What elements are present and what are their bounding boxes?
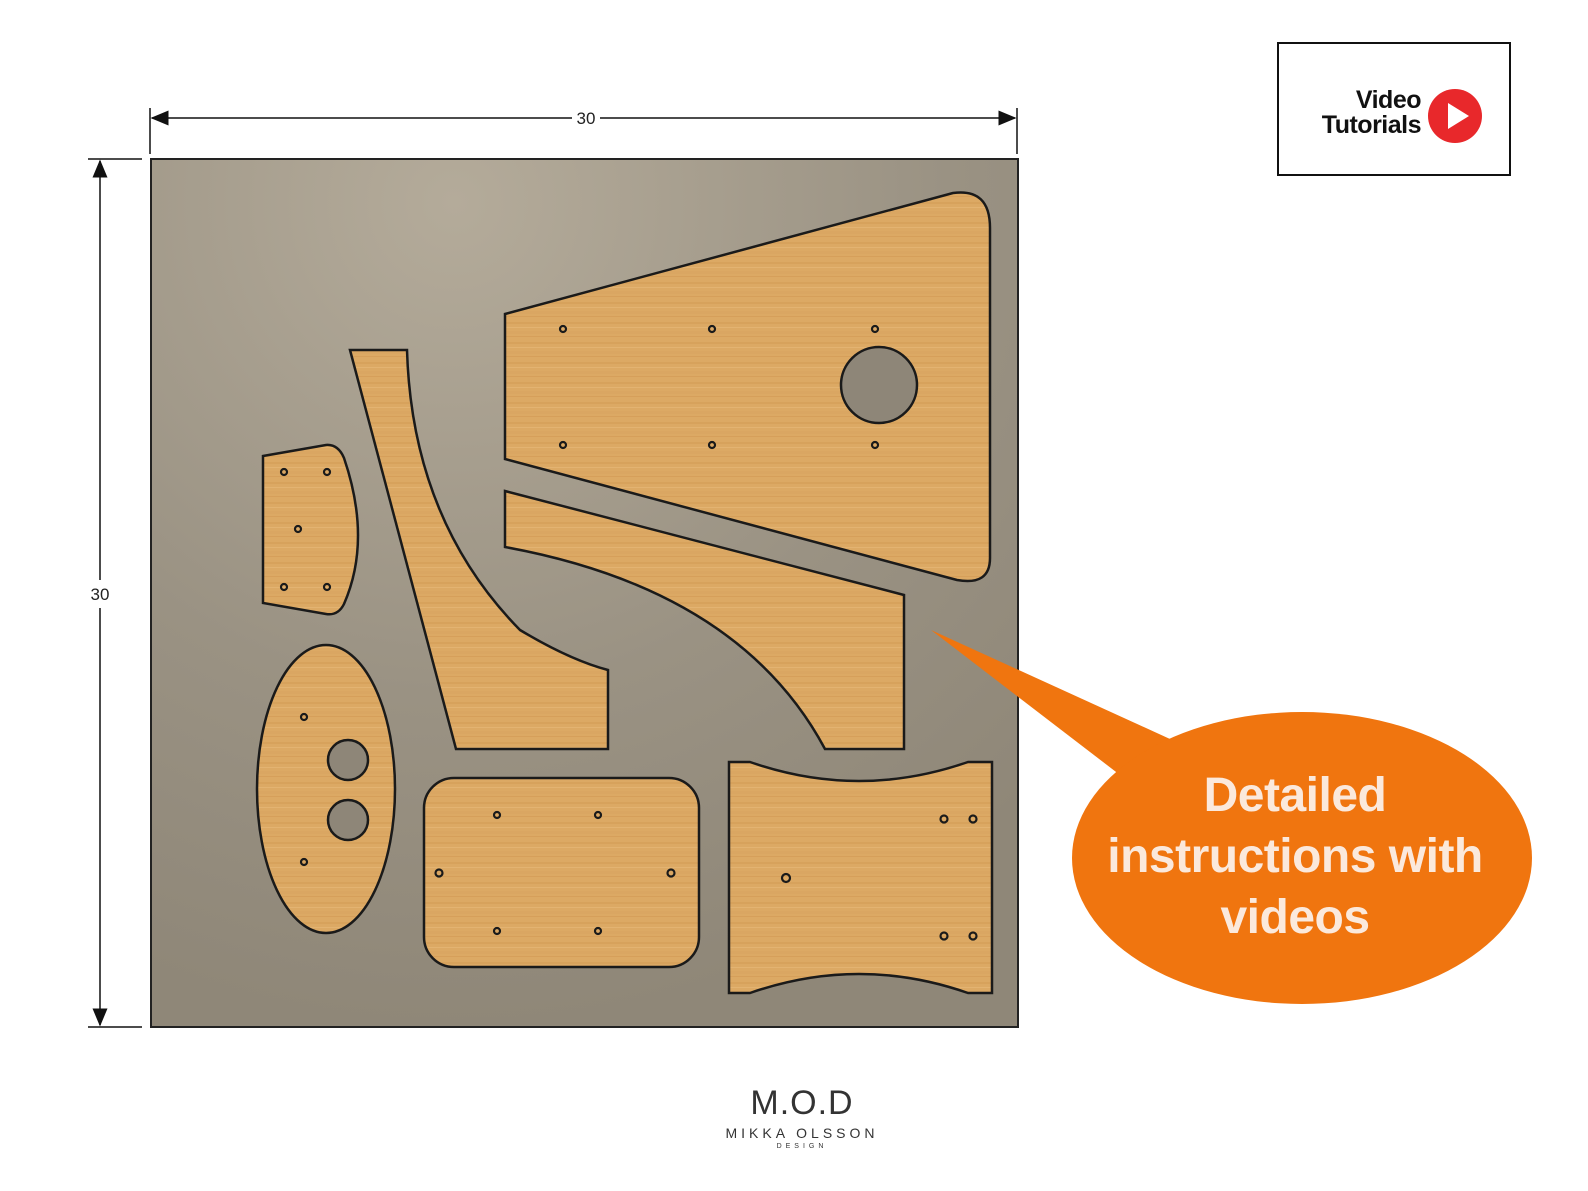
height-label: 30 <box>91 585 110 604</box>
logo-sub: DESIGN <box>776 1143 828 1150</box>
callout-text: Detailed instructions with videos <box>1107 769 1483 944</box>
brand-logo: M.O.D MIKKA OLSSON DESIGN <box>722 1085 882 1150</box>
width-label: 30 <box>577 109 596 128</box>
piece-curved-leg <box>348 348 610 751</box>
piece-curved-brace <box>503 489 906 751</box>
play-icon <box>1428 89 1482 143</box>
piece-concave-panel <box>727 760 994 995</box>
piece-small-curved-panel <box>261 443 360 616</box>
height-dimension: 30 <box>88 158 142 1028</box>
piece-hole <box>839 345 919 425</box>
logo-name: MIKKA OLSSON <box>725 1125 879 1141</box>
video-tutorials-label: Video Tutorials <box>1321 86 1422 139</box>
logo-mark: M.O.D <box>750 1084 854 1122</box>
piece-rounded-rectangle <box>422 776 701 969</box>
piece-oval <box>255 643 397 935</box>
callout-bubble <box>931 630 1532 1004</box>
width-dimension: 30 <box>149 108 1018 154</box>
piece-trapezoid-top <box>503 191 992 583</box>
video-tutorials-button[interactable]: Video Tutorials <box>1277 42 1511 176</box>
